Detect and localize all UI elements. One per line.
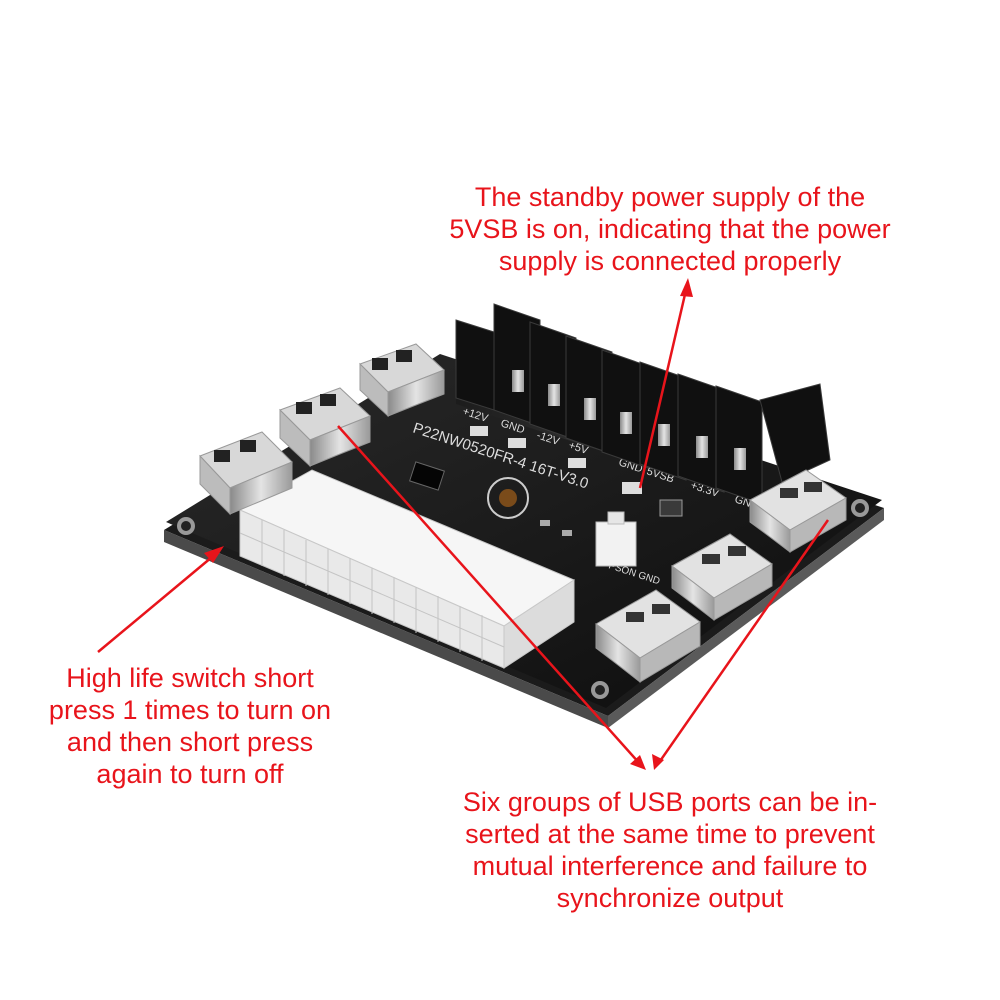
usb-port	[671, 533, 773, 622]
annotation-line: The standby power supply of the	[474, 182, 866, 212]
annotation-line: 5VSB is on, indicating that the power	[449, 214, 891, 244]
usb-port	[595, 589, 701, 684]
switch-annotation: High life switch short press 1 times to …	[10, 662, 370, 790]
usb-port	[199, 431, 293, 516]
annotation-line: and then short press	[66, 727, 314, 757]
power-switch-connector	[595, 511, 637, 567]
annotation-arrows	[97, 278, 830, 770]
standby-power-annotation: The standby power supply of the 5VSB is …	[400, 181, 940, 277]
usb-port	[279, 387, 371, 468]
usb-ports-annotation: Six groups of USB ports can be in- serte…	[400, 786, 940, 914]
mounting-holes	[177, 499, 869, 699]
annotation-line: synchronize output	[556, 883, 784, 913]
usb-port	[359, 343, 445, 418]
annotation-line: serted at the same time to prevent	[465, 819, 875, 849]
board-side-right	[608, 508, 884, 728]
annotation-line: supply is connected properly	[498, 246, 842, 276]
usb-port	[749, 469, 847, 553]
annotation-line: again to turn off	[96, 759, 284, 789]
annotation-line: mutual interference and failure to	[472, 851, 868, 881]
screw-terminal-block	[455, 303, 831, 505]
smd-components	[409, 426, 683, 536]
annotation-line: High life switch short	[66, 663, 314, 693]
annotation-line: press 1 times to turn on	[48, 695, 332, 725]
atx-24pin-connector	[238, 469, 576, 669]
annotation-line: Six groups of USB ports can be in-	[462, 787, 878, 817]
board-side	[164, 530, 608, 728]
